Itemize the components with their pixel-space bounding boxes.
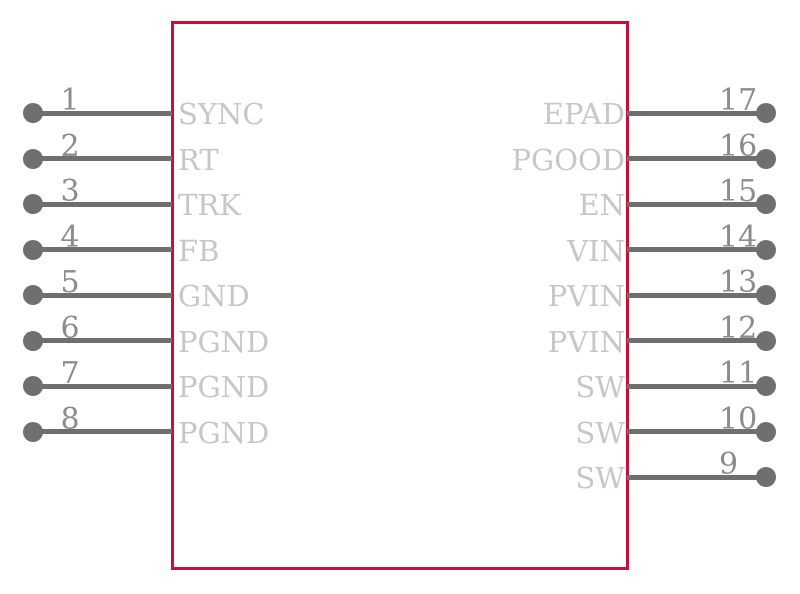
pin-name: SW xyxy=(575,415,625,450)
pin-number: 12 xyxy=(719,310,758,346)
pin-number: 16 xyxy=(719,128,758,164)
pin-line xyxy=(33,156,172,161)
pin-dot xyxy=(756,285,776,305)
pin-dot xyxy=(23,421,43,442)
pin-dot xyxy=(23,285,43,305)
pin-name: PGOOD xyxy=(511,142,625,177)
pin-number: 8 xyxy=(60,401,80,437)
pin-line xyxy=(33,292,172,298)
pin-dot xyxy=(756,330,776,351)
pin-number: 4 xyxy=(60,219,80,255)
pin-line xyxy=(627,156,766,161)
pin-dot xyxy=(756,421,776,442)
pin-number: 5 xyxy=(60,265,80,300)
pin-dot xyxy=(756,103,776,123)
pin-dot xyxy=(23,239,43,260)
pin-line xyxy=(33,383,172,389)
pin-line xyxy=(627,474,766,480)
pin-name: SYNC xyxy=(178,97,265,131)
pin-dot xyxy=(23,194,43,214)
pin-number: 3 xyxy=(60,174,80,209)
pin-name: GND xyxy=(178,279,250,313)
pin-dot xyxy=(756,194,776,214)
pin-number: 6 xyxy=(60,310,80,346)
pin-dot xyxy=(23,148,43,169)
pin-number: 10 xyxy=(719,401,758,437)
pin-name: SW xyxy=(575,370,625,404)
pin-name: PGND xyxy=(178,370,270,404)
pin-name: EN xyxy=(578,188,625,222)
pin-number: 14 xyxy=(719,219,758,255)
pin-dot xyxy=(23,376,43,396)
pin-number: 7 xyxy=(60,356,80,391)
pin-line xyxy=(627,429,766,434)
pin-number: 9 xyxy=(719,447,739,482)
pin-name: PVIN xyxy=(547,279,625,313)
pin-number: 15 xyxy=(719,174,758,209)
pin-line xyxy=(33,338,172,343)
pin-number: 17 xyxy=(719,83,758,118)
pin-name: RT xyxy=(178,142,219,177)
pin-name: EPAD xyxy=(542,97,625,131)
pin-line xyxy=(627,201,766,207)
pin-number: 13 xyxy=(719,265,758,300)
pin-dot xyxy=(23,330,43,351)
pin-number: 2 xyxy=(60,128,80,164)
pin-line xyxy=(627,110,766,116)
pin-name: SW xyxy=(575,461,625,495)
pin-number: 11 xyxy=(719,356,758,391)
pin-name: PGND xyxy=(178,324,270,359)
pin-line xyxy=(627,383,766,389)
pin-number: 1 xyxy=(60,83,80,118)
pin-dot xyxy=(756,376,776,396)
pin-name: TRK xyxy=(178,188,241,222)
pin-name: PVIN xyxy=(547,324,625,359)
pin-line xyxy=(33,429,172,434)
pin-name: VIN xyxy=(567,233,625,268)
pin-dot xyxy=(756,467,776,487)
pin-line xyxy=(33,201,172,207)
pin-dot xyxy=(756,148,776,169)
pin-name: PGND xyxy=(178,415,270,450)
pin-line xyxy=(33,110,172,116)
pin-line xyxy=(627,247,766,252)
pin-line xyxy=(627,292,766,298)
pin-line xyxy=(33,247,172,252)
pin-name: FB xyxy=(178,233,220,268)
pin-line xyxy=(627,338,766,343)
pin-dot xyxy=(756,239,776,260)
pin-dot xyxy=(23,103,43,123)
